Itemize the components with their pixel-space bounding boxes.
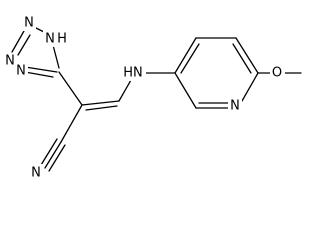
- atom-label-n: N: [24, 16, 34, 31]
- bond-nitrile-triple-c: [48, 144, 66, 172]
- bond-alkene-double: [85, 105, 118, 111]
- atom-tetrazole-n-left: N: [3, 53, 17, 69]
- bond-alkene-to-vinyl-ch: [81, 100, 120, 106]
- bond-pyridine-c6-n1: [241, 72, 259, 102]
- bond-tetrazole-nh-c5: [52, 44, 60, 69]
- atom-label-hn: HN: [123, 66, 143, 81]
- atom-label-o: O: [272, 66, 282, 81]
- bond-vinyl-ch-to-nh: [118, 79, 132, 102]
- bond-pyridine-c5-c6-double: [232, 43, 252, 74]
- atom-label-n: N: [5, 54, 15, 69]
- structure-canvas: N N H N N HN N O N: [3, 15, 302, 181]
- atom-tetrazole-n-top: N: [22, 15, 36, 31]
- atom-tetrazole-n-bottom: N: [14, 63, 28, 79]
- bond-tetrazole-n1-n2: [11, 30, 25, 53]
- bond-alkene-to-nitrile-c: [60, 104, 83, 143]
- atom-pyridine-n: N: [228, 98, 242, 114]
- bond-tetrazole-c5-n4: [24, 66, 58, 73]
- atom-label-h: H: [57, 32, 67, 47]
- bond-pyridine-c3-c4-double: [180, 43, 200, 74]
- bond-tetrazole-to-alkene: [58, 71, 83, 106]
- atom-tetrazole-nh: N H: [43, 31, 69, 47]
- bond-pyridine-c3-c4: [174, 37, 197, 74]
- bond-nitrile-triple-a: [44, 141, 62, 169]
- atom-amine-nh: HN: [120, 65, 146, 81]
- bond-pyridine-c5-c6: [235, 37, 259, 74]
- atom-label-n: N: [31, 166, 41, 181]
- atom-nitrile-n: N: [30, 164, 44, 181]
- bond-nitrile-triple-b: [40, 138, 58, 166]
- bond-tetrazole-n1-n2-double: [17, 34, 31, 56]
- atom-label-n: N: [45, 32, 55, 47]
- bond-pyridine-c2-c3: [174, 72, 197, 109]
- atom-methoxy-o: O: [270, 65, 285, 81]
- bond-tetrazole-c5-n4-double: [24, 71, 54, 78]
- atom-label-n: N: [16, 64, 26, 79]
- atom-label-n: N: [230, 99, 240, 114]
- bonds: [11, 26, 302, 172]
- molecule-structure-diagram: N N H N N HN N O N: [3, 15, 302, 181]
- atom-labels: N N H N N HN N O N: [3, 15, 285, 181]
